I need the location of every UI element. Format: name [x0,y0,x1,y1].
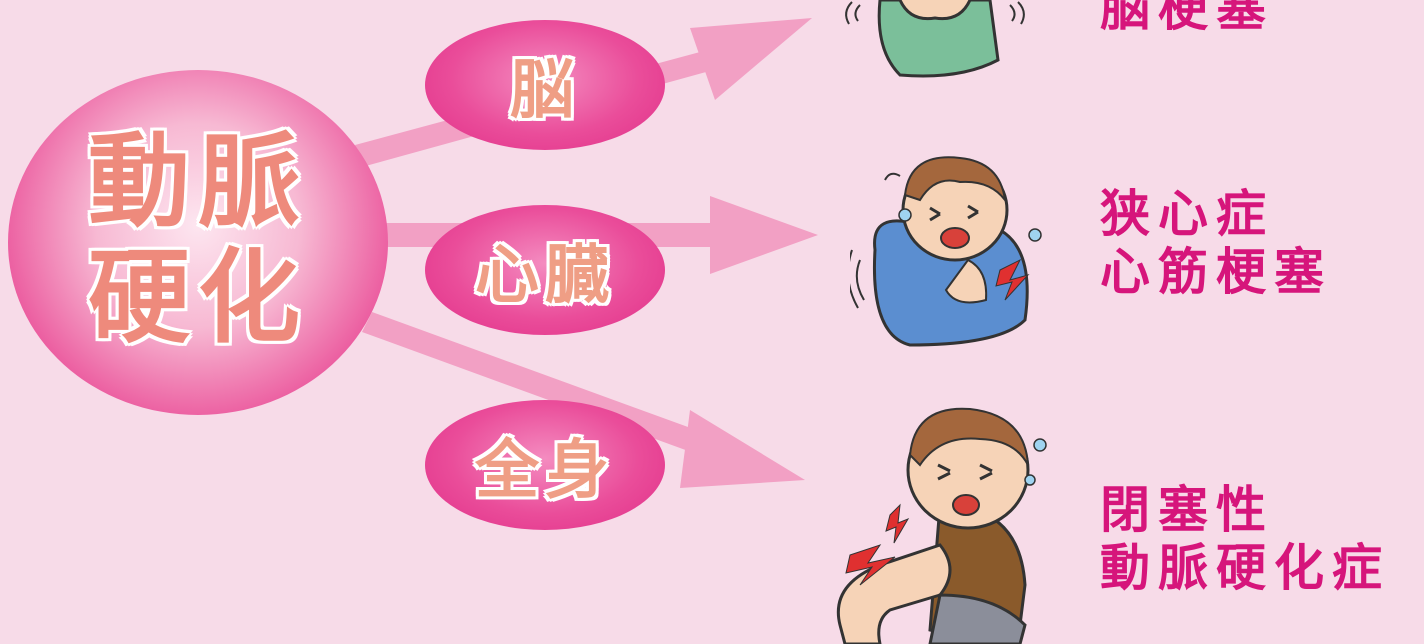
man-holding-head-icon [845,0,1025,78]
organ-oval-body: 全身 [425,400,665,530]
organ-label-heart: 心臓 [475,239,615,313]
organ-label-brain: 脳 [510,54,580,128]
disease-heart-line2: 心筋梗塞 [1100,243,1332,301]
man-holding-leg-icon [836,407,1047,644]
man-clutching-chest-icon [850,156,1042,347]
organ-oval-brain: 脳 [425,20,665,150]
disease-body-line1: 閉塞性 [1100,481,1274,539]
disease-body-line2: 動脈硬化症 [1100,539,1390,597]
organ-label-body: 全身 [475,434,615,508]
center-label-line2: 硬化 [88,239,308,358]
arteriosclerosis-circle [8,70,388,415]
center-label-line1: 動脈 [88,123,308,242]
organ-oval-heart: 心臓 [425,205,665,335]
disease-heart-line1: 狭心症 [1100,185,1274,243]
disease-brain-line1: 脳梗塞 [1100,0,1274,37]
